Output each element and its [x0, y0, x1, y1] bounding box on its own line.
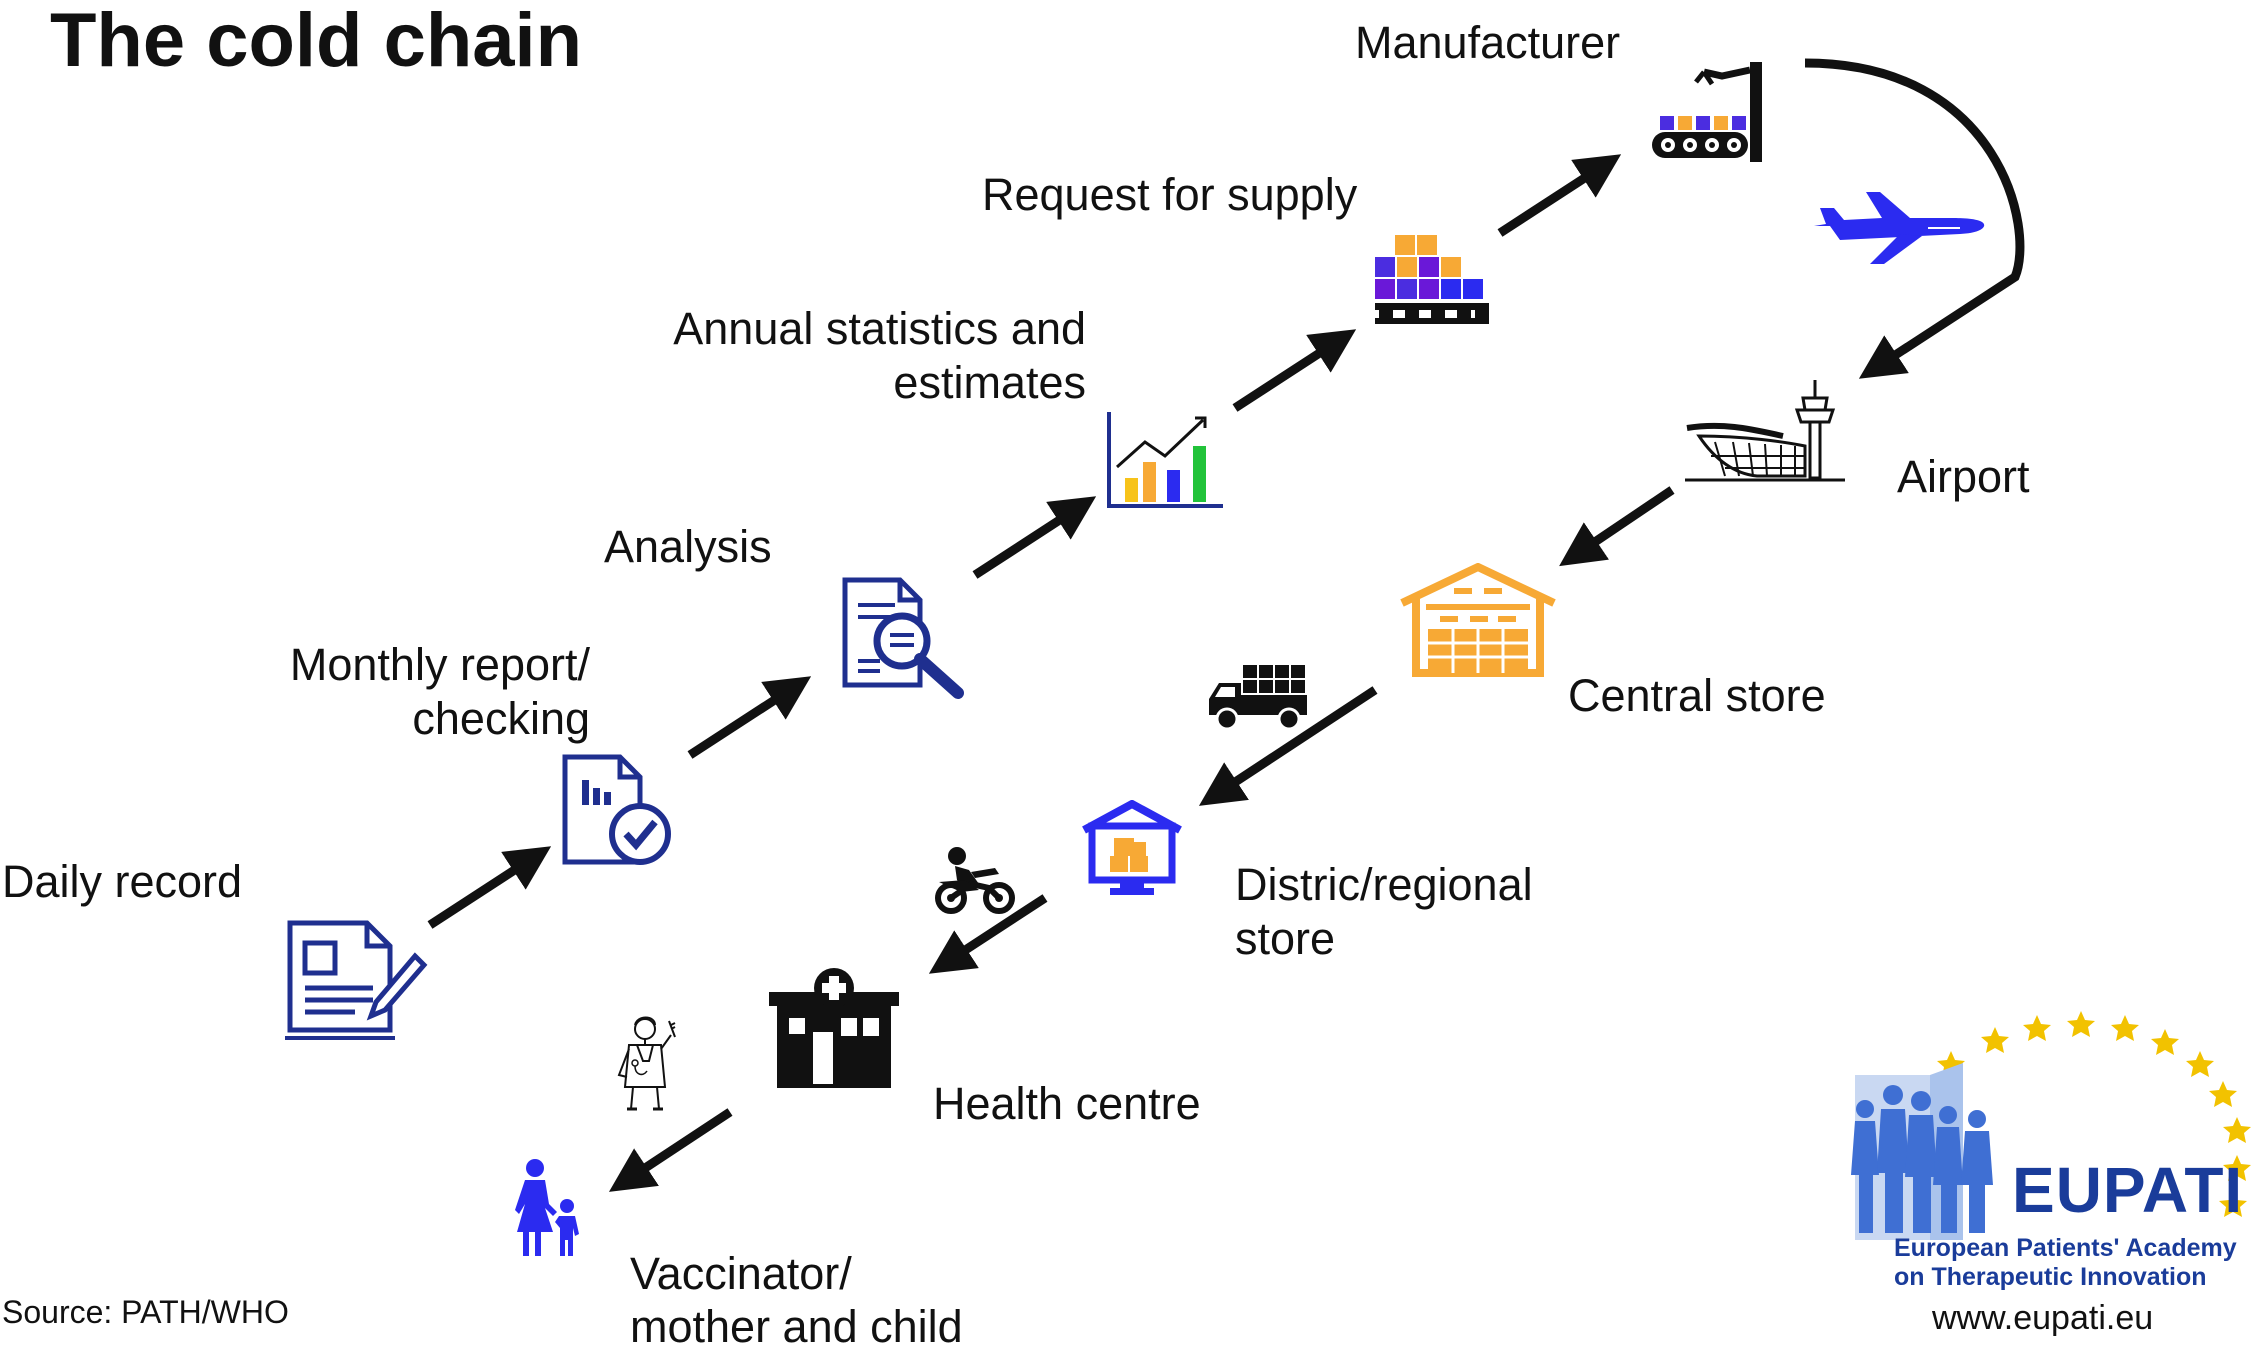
label-district-line2: store	[1235, 913, 1336, 964]
eupati-tagline-line1: European Patients' Academy	[1894, 1234, 2237, 1262]
label-analysis: Analysis	[604, 521, 772, 572]
arrow-manufacturer-to-airport	[1804, 58, 2025, 379]
label-manufacturer: Manufacturer	[1355, 17, 1621, 68]
people-silhouettes	[1851, 1085, 1993, 1233]
source-note: Source: PATH/WHO	[2, 1294, 289, 1330]
boxes-pallet-icon	[1375, 235, 1489, 324]
label-monthly-line2: checking	[412, 693, 590, 744]
nurse-icon	[617, 1016, 676, 1111]
label-annual-line2: estimates	[893, 357, 1086, 408]
eupati-logo-graphic	[1851, 1011, 2251, 1240]
health-centre-icon	[769, 968, 899, 1088]
document-search-icon	[842, 577, 964, 699]
label-vaccinator-line2: mother and child	[630, 1301, 963, 1352]
arrow-airport-to-central	[1559, 486, 1675, 567]
report-check-icon	[562, 754, 671, 865]
motorbike-icon	[935, 847, 1015, 914]
label-central-store: Central store	[1568, 670, 1826, 721]
regional-store-icon	[1082, 800, 1182, 895]
eupati-wordmark: EUPATI	[2012, 1154, 2244, 1226]
airplane-icon	[1814, 192, 1985, 264]
label-daily-record: Daily record	[2, 856, 243, 907]
document-pen-icon	[285, 920, 428, 1040]
label-health-centre: Health centre	[933, 1078, 1201, 1129]
label-district-line1: Distric/regional	[1235, 859, 1533, 910]
arrow-health-to-vaccinator	[608, 1108, 733, 1192]
label-annual-line1: Annual statistics and	[673, 303, 1086, 354]
diagram-title: The cold chain	[50, 0, 583, 83]
warehouse-icon	[1400, 563, 1556, 677]
label-monthly-line1: Monthly report/	[289, 639, 590, 690]
mother-child-icon	[515, 1159, 579, 1256]
arrow-monthly-to-analysis	[687, 676, 812, 759]
arrow-annual-to-request	[1232, 329, 1357, 412]
label-request-for-supply: Request for supply	[982, 169, 1358, 220]
eupati-url[interactable]: www.eupati.eu	[1932, 1299, 2154, 1337]
factory-robot-icon	[1652, 62, 1762, 162]
label-airport: Airport	[1897, 451, 2030, 502]
arrow-district-to-health	[928, 894, 1048, 974]
truck-icon	[1209, 665, 1307, 731]
arrow-analysis-to-annual	[972, 496, 1097, 579]
arrow-daily-to-monthly	[427, 846, 552, 929]
eupati-tagline-line2: on Therapeutic Innovation	[1894, 1263, 2207, 1291]
label-vaccinator-line1: Vaccinator/	[630, 1248, 852, 1299]
airport-terminal-icon	[1685, 380, 1845, 482]
arrow-request-to-manufacturer	[1497, 154, 1622, 237]
arrow-central-to-district	[1198, 686, 1378, 806]
bar-chart-icon	[1107, 412, 1223, 508]
